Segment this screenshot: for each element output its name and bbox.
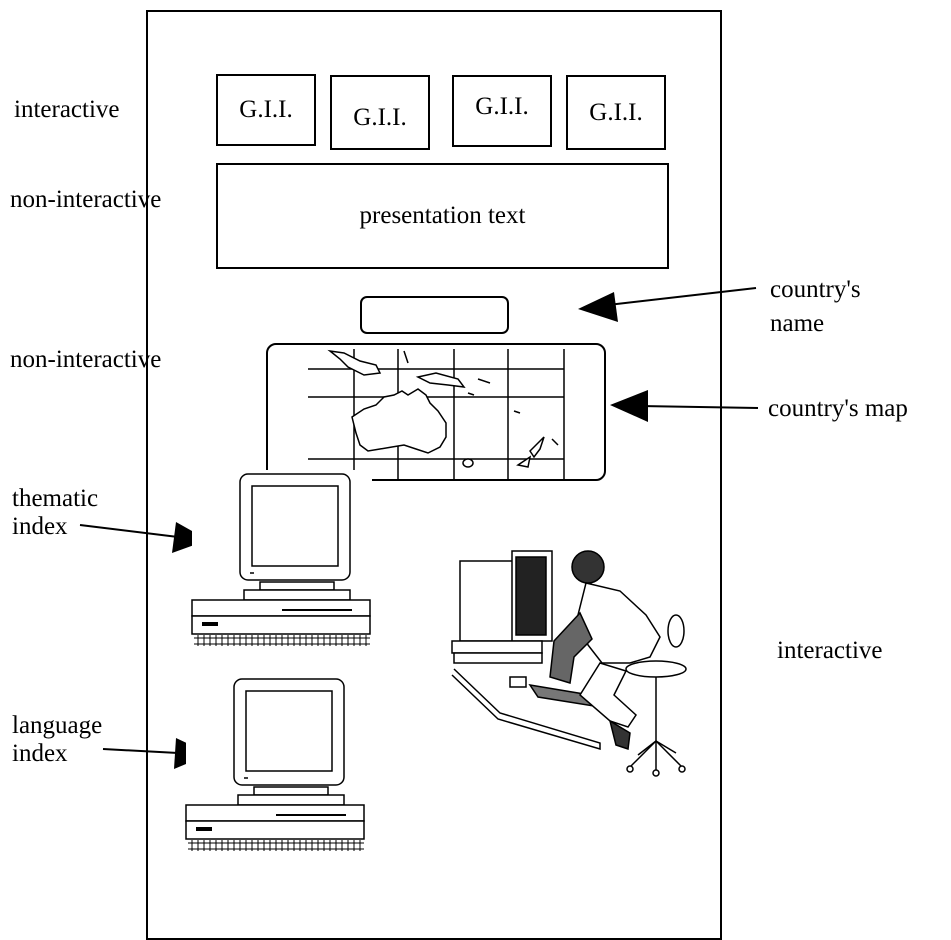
label-non-interactive-presentation: non-interactive (10, 186, 162, 213)
gii-button-1[interactable]: G.I.I. (216, 74, 316, 146)
arrow-icon (578, 287, 757, 322)
presentation-text: presentation text (359, 202, 526, 229)
label-country-map: country's map (768, 395, 908, 422)
presentation-text-box: presentation text (216, 163, 669, 269)
label-non-interactive-map: non-interactive (10, 346, 162, 373)
computer-icon[interactable] (191, 470, 372, 650)
label-interactive-top: interactive (14, 96, 120, 123)
label-country-name-line1: country's (770, 276, 861, 303)
person-at-computer-icon[interactable] (450, 545, 696, 791)
label-thematic-line2: index (12, 513, 68, 540)
label-thematic-line1: thematic (12, 485, 99, 512)
gii-button-3[interactable]: G.I.I. (452, 75, 552, 147)
computer-icon[interactable] (185, 675, 366, 855)
country-name-box (360, 296, 509, 334)
label-country-name-line2: name (770, 310, 825, 337)
label-interactive-right: interactive (777, 637, 883, 664)
label-language-line1: language (12, 712, 103, 739)
gii-button-2[interactable]: G.I.I. (330, 75, 430, 150)
arrow-icon (79, 522, 208, 553)
gii-button-4[interactable]: G.I.I. (566, 75, 666, 150)
world-map-icon (308, 349, 565, 479)
country-map-box (266, 343, 606, 481)
label-language-line2: index (12, 740, 68, 767)
arrow-icon (610, 390, 759, 422)
